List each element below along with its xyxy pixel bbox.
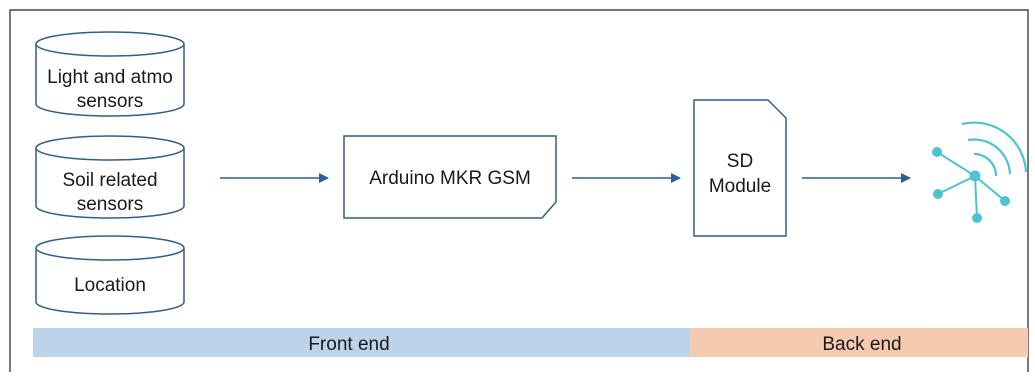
front-end-label: Front end [308, 334, 389, 355]
light-atmo-sensors-node: Light and atmo sensors [35, 31, 185, 117]
light-atmo-sensors-label-line2: sensors [77, 91, 144, 112]
soil-sensors-label-line2: sensors [77, 194, 144, 215]
location-node: Location [35, 235, 185, 315]
sd-module-node: SD Module [693, 99, 787, 237]
outer-frame [9, 9, 1029, 372]
sd-module-label-line2: Module [709, 176, 771, 197]
back-end-label: Back end [822, 334, 901, 355]
arduino-node: Arduino MKR GSM [343, 135, 557, 219]
sd-module-label-line1: SD [727, 151, 753, 172]
location-label: Location [74, 275, 146, 296]
back-end-band [690, 328, 1028, 357]
network-wireless-icon [932, 121, 1028, 223]
arduino-label: Arduino MKR GSM [369, 168, 531, 189]
light-atmo-sensors-label-line1: Light and atmo [47, 67, 173, 88]
soil-sensors-node: Soil related sensors [35, 135, 185, 219]
front-end-band [33, 328, 690, 357]
soil-sensors-label-line1: Soil related [62, 170, 157, 191]
